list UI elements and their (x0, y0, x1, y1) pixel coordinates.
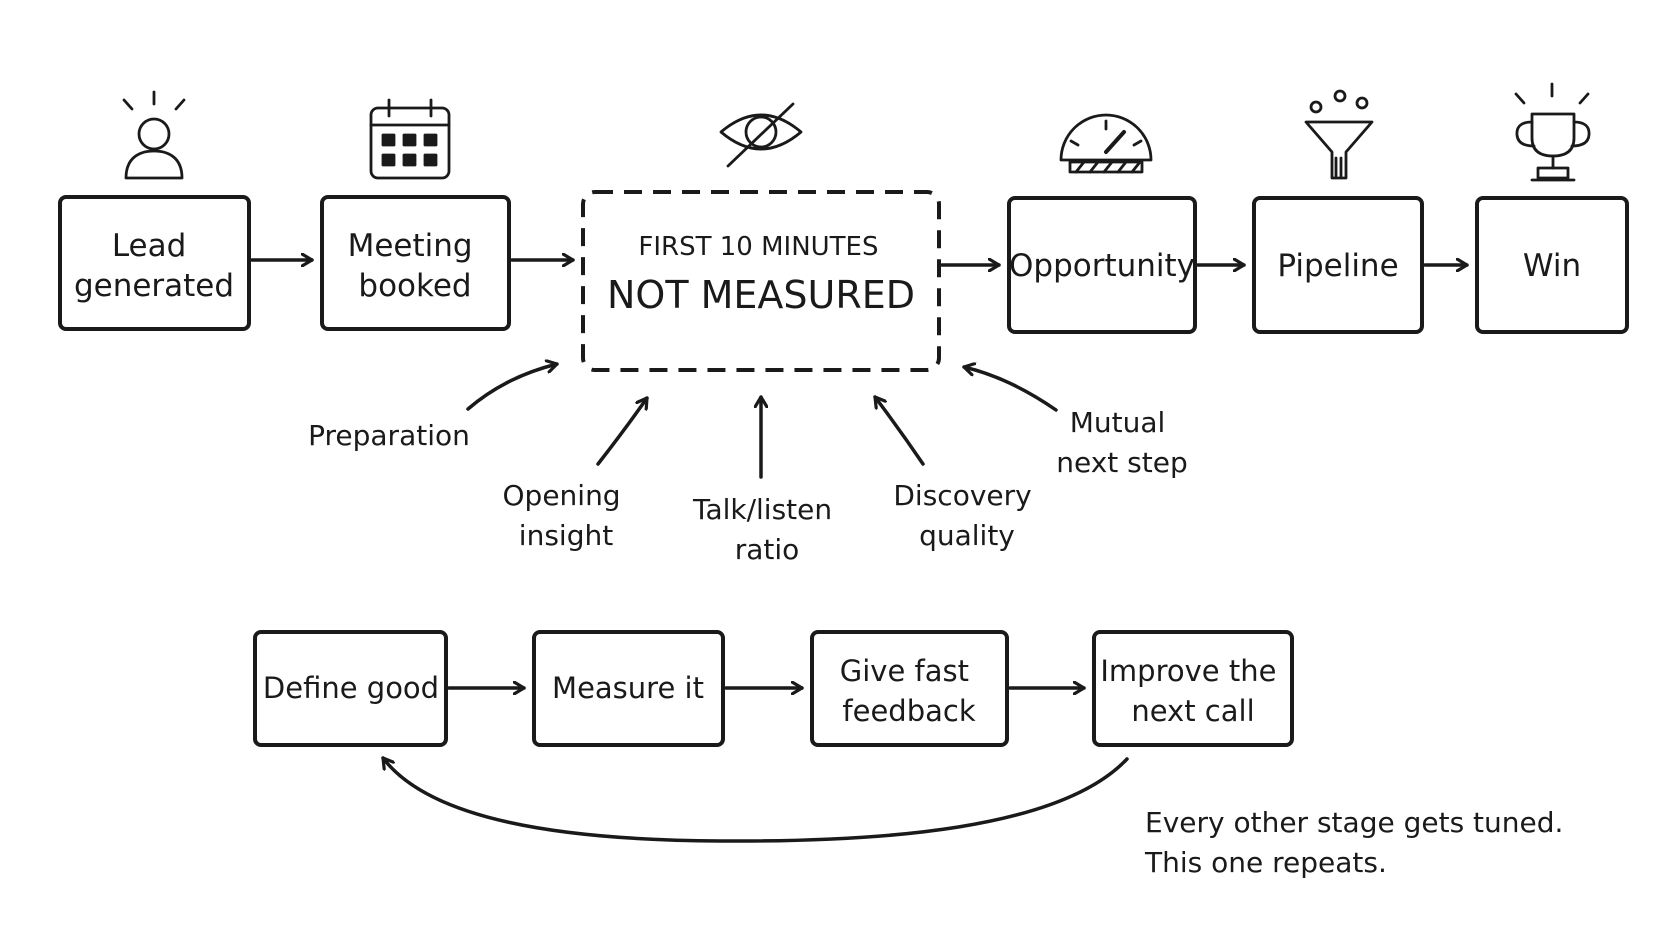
eye-slash-icon (719, 102, 803, 168)
give-fast-feedback-box (810, 630, 1009, 747)
measure-it-label: Measure it (552, 671, 704, 705)
repeat-loop-arrow (381, 756, 1129, 843)
meeting-booked-box (320, 195, 511, 331)
trophy-icon (1514, 82, 1591, 182)
gauge-icon (1059, 113, 1153, 174)
lead-generated-box (58, 195, 251, 331)
pipeline-label: Pipeline (1277, 248, 1398, 284)
define-good-label: Define good (263, 671, 439, 705)
talk-listen-ratio-label: Talk/listen ratio (692, 493, 841, 566)
lead-generated-label: Lead generated (74, 228, 234, 304)
mutual-next-step-label: Mutual next step (1056, 406, 1188, 479)
meeting-booked-label: Meeting booked (348, 228, 483, 304)
funnel-icon (1304, 89, 1374, 180)
opportunity-box (1007, 196, 1197, 334)
opening-insight-label: Opening insight (503, 479, 630, 552)
improve-next-call-box (1092, 630, 1294, 747)
give-fast-feedback-label: Give fast feedback (840, 654, 978, 728)
repeat-note: Every other stage gets tuned. This one r… (1144, 806, 1572, 879)
not-measured-box (581, 190, 941, 372)
win-box (1475, 196, 1629, 334)
improve-next-call-label: Improve the next call (1100, 654, 1285, 728)
top-flow-arrows (250, 260, 1469, 265)
not-measured-label: FIRST 10 MINUTES NOT MEASURED (607, 232, 915, 317)
define-good-box (253, 630, 448, 747)
factor-arrows (466, 364, 1058, 479)
measure-it-box (532, 630, 725, 747)
win-label: Win (1523, 248, 1581, 284)
opportunity-label: Opportunity (1009, 248, 1195, 284)
calendar-icon (369, 98, 451, 180)
person-icon (122, 90, 186, 180)
preparation-label: Preparation (308, 419, 470, 452)
loop-arrows (381, 688, 1129, 843)
discovery-quality-label: Discovery quality (893, 479, 1040, 552)
pipeline-box (1252, 196, 1424, 334)
